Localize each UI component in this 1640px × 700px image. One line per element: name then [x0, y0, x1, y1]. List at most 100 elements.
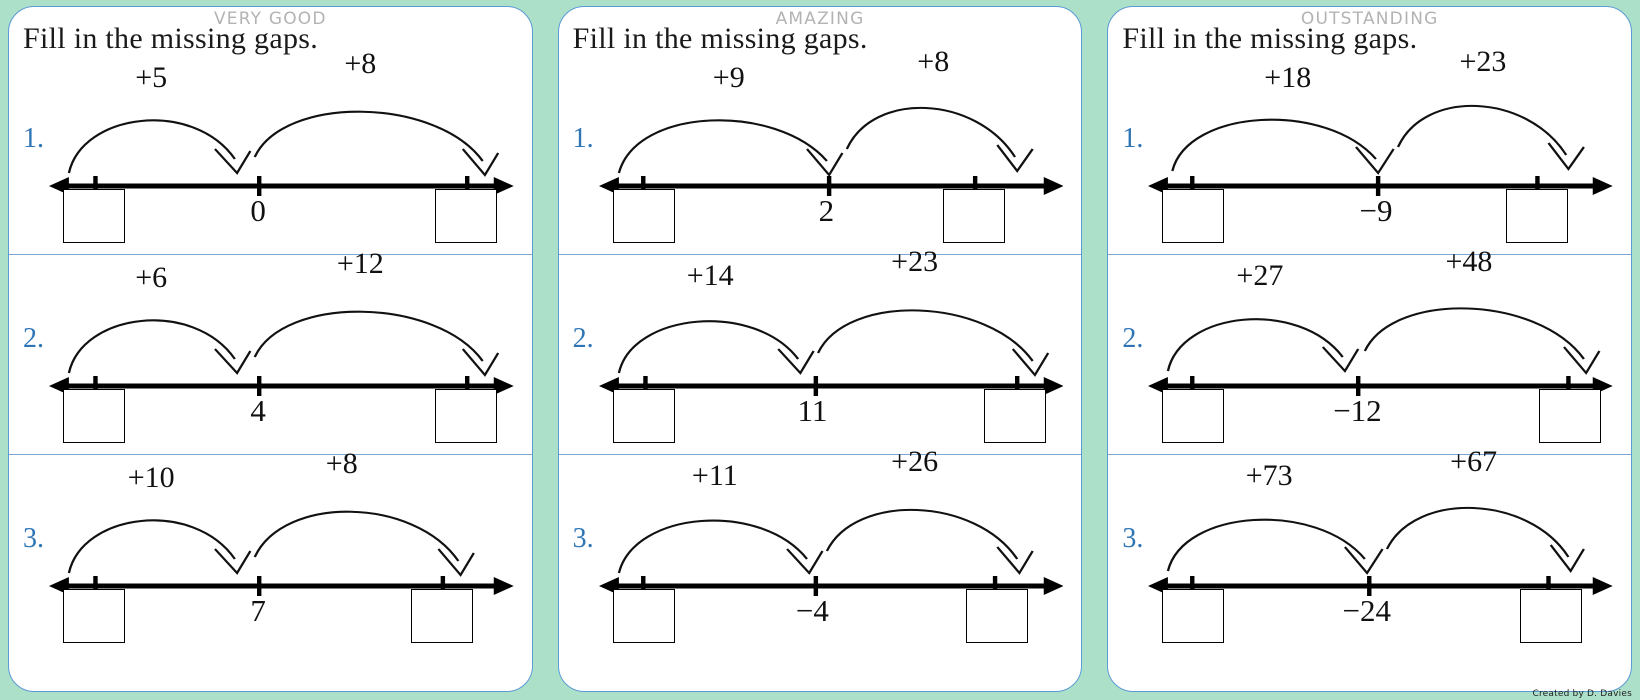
jump-arcs	[599, 261, 1064, 379]
jump-arcs	[1148, 61, 1613, 179]
problem-row: 1. +9 +8	[559, 45, 1082, 252]
number-line	[1148, 571, 1614, 601]
answer-box-right[interactable]	[434, 189, 497, 243]
card-header: VERY GOOD Fill in the missing gaps.	[9, 7, 532, 55]
card-header: OUTSTANDING Fill in the missing gaps.	[1108, 7, 1631, 55]
problem-row: 3. +10 +8	[9, 447, 532, 652]
answer-box-right[interactable]	[1506, 189, 1569, 243]
number-line-diagram: +11 +26 −4	[598, 445, 1064, 652]
answer-box-right[interactable]	[984, 389, 1047, 443]
center-value: 11	[797, 393, 828, 428]
jump-arcs	[1148, 461, 1613, 579]
jump-arcs	[49, 61, 514, 179]
number-line-diagram: +6 +12 4	[49, 247, 514, 452]
jump-arcs	[49, 461, 514, 579]
page-title: Fill in the missing gaps.	[1122, 22, 1418, 55]
number-line-diagram: +5 +8 0	[49, 47, 514, 252]
center-value: 7	[250, 593, 266, 628]
jump-label-2: +12	[336, 247, 384, 280]
jump-label-2: +26	[891, 445, 939, 478]
center-value: 2	[818, 193, 835, 228]
question-number: 1.	[1122, 123, 1144, 154]
jump-label-2: +8	[325, 447, 358, 480]
question-number: 2.	[572, 323, 594, 354]
jump-label-1: +6	[135, 261, 168, 294]
problem-list: 1. +5 +8	[9, 47, 532, 652]
worksheet-card-2: AMAZING Fill in the missing gaps. 1. +9	[557, 6, 1083, 692]
answer-box-left[interactable]	[62, 589, 125, 643]
worksheet-card-3: OUTSTANDING Fill in the missing gaps. 1.	[1107, 6, 1633, 692]
jump-label-1: +9	[712, 61, 745, 94]
jump-label-1: +73	[1245, 459, 1293, 492]
center-value: 4	[250, 393, 266, 428]
worksheet-card-1: VERY GOOD Fill in the missing gaps. 1. +…	[8, 6, 533, 692]
question-number: 1.	[572, 123, 594, 154]
jump-label-1: +18	[1264, 61, 1312, 94]
jump-label-2: +23	[891, 245, 939, 278]
answer-box-right[interactable]	[434, 389, 497, 443]
answer-box-left[interactable]	[62, 189, 125, 243]
answer-box-left[interactable]	[62, 389, 125, 443]
footer-credit: Created by D. Davies	[1532, 689, 1632, 699]
number-line-diagram: +18 +23 −9	[1148, 45, 1614, 252]
number-line	[598, 371, 1064, 401]
page-title: Fill in the missing gaps.	[572, 22, 868, 55]
number-line-diagram: +73 +67 −24	[1148, 445, 1614, 652]
number-line-diagram: +9 +8 2	[598, 45, 1064, 252]
number-line-diagram: +10 +8 7	[49, 447, 514, 652]
problem-row: 3. +73 +67	[1108, 445, 1632, 652]
problem-row: 1. +18 +23	[1108, 45, 1631, 252]
answer-box-right[interactable]	[942, 189, 1005, 243]
problem-row: 2. +14 +23	[558, 245, 1082, 452]
center-value: −24	[1342, 593, 1391, 628]
question-number: 1.	[23, 123, 44, 154]
problem-row: 1. +5 +8	[9, 47, 532, 252]
answer-box-right[interactable]	[965, 589, 1028, 643]
answer-box-right[interactable]	[1520, 589, 1583, 643]
jump-label-1: +27	[1236, 259, 1284, 292]
question-number: 3.	[23, 523, 44, 554]
jump-label-2: +8	[917, 45, 950, 78]
answer-box-left[interactable]	[612, 389, 675, 443]
problem-row: 2. +27 +48	[1108, 245, 1632, 452]
answer-box-left[interactable]	[1162, 389, 1225, 443]
jump-label-2: +48	[1445, 245, 1493, 278]
jump-arcs	[1148, 261, 1613, 379]
level-label: VERY GOOD	[213, 9, 327, 29]
jump-arcs	[599, 461, 1064, 579]
number-line-diagram: +27 +48 −12	[1148, 245, 1614, 452]
level-label: AMAZING	[775, 9, 865, 29]
answer-box-left[interactable]	[1162, 589, 1225, 643]
jump-label-1: +10	[127, 461, 175, 494]
jump-arcs	[599, 61, 1064, 179]
center-value: 0	[250, 193, 266, 228]
card-header: AMAZING Fill in the missing gaps.	[559, 7, 1082, 55]
answer-box-left[interactable]	[612, 189, 675, 243]
center-value: −4	[795, 593, 829, 628]
answer-box-right[interactable]	[1538, 389, 1601, 443]
jump-label-1: +11	[691, 459, 738, 492]
problem-list: 1. +9 +8	[558, 45, 1082, 652]
page-title: Fill in the missing gaps.	[23, 22, 319, 55]
number-line-diagram: +14 +23 11	[598, 245, 1064, 452]
jump-label-1: +5	[135, 61, 168, 94]
question-number: 3.	[572, 523, 594, 554]
answer-box-left[interactable]	[1162, 189, 1225, 243]
problem-list: 1. +18 +23	[1108, 45, 1632, 652]
problem-row: 3. +11 +26	[558, 445, 1082, 652]
jump-arcs	[49, 261, 514, 379]
jump-label-2: +23	[1459, 45, 1507, 78]
number-line	[1148, 371, 1614, 401]
jump-label-2: +8	[344, 47, 377, 80]
problem-row: 2. +6 +12	[9, 247, 532, 452]
center-value: −12	[1333, 393, 1382, 428]
jump-label-1: +14	[686, 259, 734, 292]
answer-box-right[interactable]	[411, 589, 474, 643]
jump-label-2: +67	[1450, 445, 1498, 478]
question-number: 2.	[23, 323, 44, 354]
center-value: −9	[1359, 193, 1393, 228]
answer-box-left[interactable]	[612, 589, 675, 643]
question-number: 2.	[1122, 323, 1144, 354]
question-number: 3.	[1122, 523, 1144, 554]
